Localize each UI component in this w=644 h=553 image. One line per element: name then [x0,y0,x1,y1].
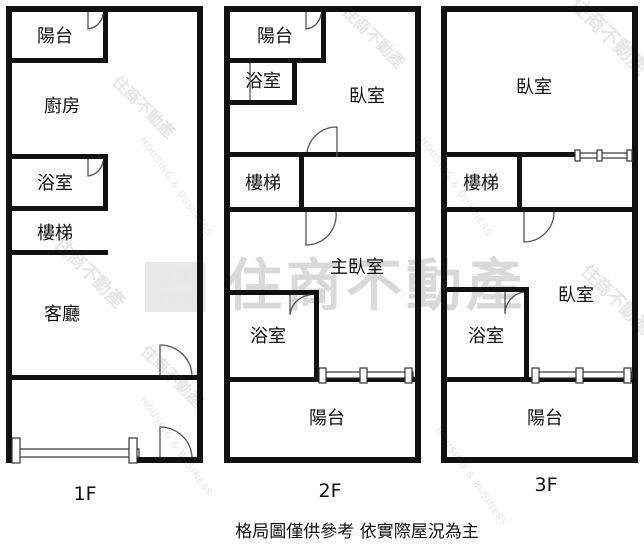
f2-balcony-bottom-label: 陽台 [309,408,345,429]
f2-balcony-top-label: 陽台 [257,26,293,47]
watermark-corner-2: 住商不動產 [50,233,129,312]
footnote: 格局圖僅供參考 依實際屋況為主 [235,522,478,542]
svg-text:不動產: 不動產 [154,291,196,308]
watermark-corner-5: 住商不動產 [339,2,409,72]
f1-living-room-label: 客廳 [44,304,80,325]
floor-1-label: 1F [73,483,96,505]
svg-text:住商: 住商 [158,267,192,288]
floor-2-plan [224,6,421,463]
f2-stairs-label: 樓梯 [245,173,281,194]
f1-balcony-label: 陽台 [37,26,73,47]
f3-bedroom-top-label: 臥室 [516,77,552,98]
f2-bedroom-label: 臥室 [349,86,385,107]
f3-stairs-label: 樓梯 [463,173,499,194]
f1-bathroom-label: 浴室 [37,173,73,194]
watermark-main: 住商不動產 [226,254,526,319]
f3-bedroom-label: 臥室 [558,285,594,306]
f1-stairs-label: 樓梯 [37,223,73,244]
f2-bathroom-top-label: 浴室 [245,71,281,92]
floor-3-label: 3F [534,474,557,496]
f2-bathroom-label: 浴室 [250,326,286,347]
f3-bathroom-label: 浴室 [468,326,504,347]
watermark-logo: 住商 不動產 [145,262,205,312]
floor-2-label: 2F [318,480,341,502]
floor-1-plan [6,6,203,464]
f1-kitchen-label: 廚房 [44,95,80,117]
floor-3-plan [441,6,638,463]
f2-master-bedroom-label: 主臥室 [330,257,384,278]
watermark-corner-6: 住商不動產 [109,72,179,142]
f3-balcony-bottom-label: 陽台 [527,408,563,429]
